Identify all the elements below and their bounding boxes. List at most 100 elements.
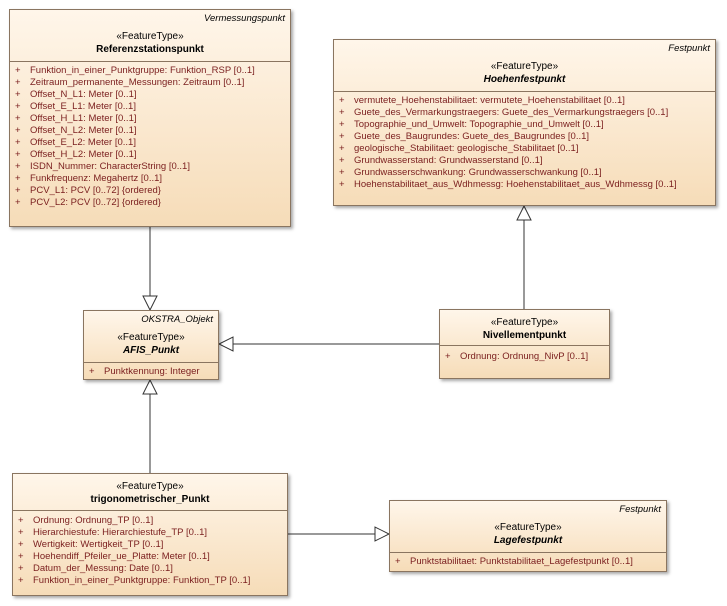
attribute-text: Punktkennung: Integer [104, 366, 200, 377]
class-lagefestpunkt[interactable]: Festpunkt «FeatureType» Lagefestpunkt +P… [389, 500, 667, 572]
attribute-text: Hierarchiestufe: Hierarchiestufe_TP [0..… [33, 527, 208, 538]
attribute-compartment: + Funktion_in_einer_Punktgruppe: Funktion… [10, 62, 290, 209]
class-trigonometrischer-punkt[interactable]: «FeatureType» trigonometrischer_Punkt + O… [12, 473, 288, 596]
attribute-row[interactable]: +Offset_E_L2: Meter [0..1] [10, 137, 290, 149]
attribute-row[interactable]: +Guete_des_Vermarkungstraegers: Guete_de… [334, 107, 715, 119]
generalization-arrowhead-nivellementpunkt-afis [217, 336, 234, 352]
attribute-row[interactable]: + Datum_der_Messung: Date [0..1] [13, 563, 287, 575]
attribute-row[interactable]: +Wertigkeit: Wertigkeit_TP [0..1] [13, 539, 287, 551]
attribute-row[interactable]: +Offset_E_L1: Meter [0..1] [10, 101, 290, 113]
class-nivellementpunkt[interactable]: «FeatureType» Nivellementpunkt +Ordnung:… [439, 309, 610, 379]
visibility-marker: + [15, 65, 21, 76]
visibility-marker: + [15, 77, 21, 88]
attribute-row[interactable]: +Hierarchiestufe: Hierarchiestufe_TP [0.… [13, 527, 287, 539]
attribute-row[interactable]: +Punktkennung: Integer [84, 366, 218, 378]
attribute-compartment: + Punktstabilitaet: Punktstabilitaet_Lage… [390, 553, 666, 568]
attribute-text: Offset_E_L1: Meter [0..1] [30, 101, 136, 112]
attribute-text: Wertigkeit: Wertigkeit_TP [0..1] [33, 539, 164, 550]
visibility-marker: + [339, 155, 345, 166]
attribute-row[interactable]: + Offset_N_L1: Meter [0..1] [10, 89, 290, 101]
visibility-marker: + [339, 95, 345, 106]
stereotype-label: «FeatureType» [116, 481, 184, 492]
attribute-text: Datum_der_Messung: Date [0..1] [33, 563, 173, 574]
attribute-text: Grundwasserschwankung: Grundwasserschwan… [354, 167, 602, 178]
attribute-text: Offset_N_L1: Meter [0..1] [30, 89, 137, 100]
attribute-row[interactable]: + Hoehendiff_Pfeiler_ue_Platte: Meter [0.… [13, 551, 287, 563]
visibility-marker: + [339, 179, 345, 190]
attribute-text: Offset_N_L2: Meter [0..1] [30, 125, 137, 136]
visibility-marker: + [15, 137, 21, 148]
attribute-row[interactable]: + Offset_H_L2: Meter [0..1] [10, 149, 290, 161]
visibility-marker: + [15, 89, 21, 100]
attribute-row[interactable]: + ISDN_Nummer: CharacterString [0..1] [10, 161, 290, 173]
attribute-row[interactable]: + Grundwasserstand: Grundwasserstand [0..… [334, 155, 715, 167]
attribute-text: Offset_H_L2: Meter [0..1] [30, 149, 137, 160]
class-header: «FeatureType» Nivellementpunkt [440, 310, 609, 346]
attribute-row[interactable]: + Hoehenstabilitaet_aus_Wdhmessg: Hoehens… [334, 179, 715, 191]
attribute-row[interactable]: + Funkfrequenz: Megahertz [0..1] [10, 173, 290, 185]
attribute-text: Funktion_in_einer_Punktgruppe: Funktion_… [30, 65, 255, 76]
attribute-text: Ordnung: Ordnung_TP [0..1] [33, 515, 154, 526]
parent-package-label: Vermessungspunkt [204, 13, 285, 24]
attribute-row[interactable]: +Ordnung: Ordnung_NivP [0..1] [440, 351, 609, 363]
attribute-row[interactable]: +geologische_Stabilitaet: geologische_St… [334, 143, 715, 155]
visibility-marker: + [15, 149, 21, 160]
attribute-compartment: +Punktkennung: Integer [84, 363, 218, 378]
class-header: «FeatureType» trigonometrischer_Punkt [13, 474, 287, 511]
attribute-text: Punktstabilitaet: Punktstabilitaet_Lagef… [410, 556, 633, 567]
attribute-row[interactable]: + Funktion_in_einer_Punktgruppe: Funktion… [10, 65, 290, 77]
visibility-marker: + [339, 167, 345, 178]
class-header: OKSTRA_Objekt «FeatureType» AFIS_Punkt [84, 311, 218, 363]
visibility-marker: + [339, 143, 345, 154]
class-header: Festpunkt «FeatureType» Hoehenfestpunkt [334, 40, 715, 92]
attribute-text: Guete_des_Vermarkungstraegers: Guete_des… [354, 107, 669, 118]
attribute-text: Hoehendiff_Pfeiler_ue_Platte: Meter [0..… [33, 551, 210, 562]
attribute-row[interactable]: +vermutete_Hoehenstabilitaet: vermutete_… [334, 95, 715, 107]
visibility-marker: + [339, 131, 345, 142]
stereotype-label: «FeatureType» [117, 332, 185, 343]
class-name: Referenzstationspunkt [96, 44, 204, 55]
visibility-marker: + [18, 563, 24, 574]
visibility-marker: + [18, 515, 24, 526]
class-name: trigonometrischer_Punkt [90, 494, 210, 505]
class-name: AFIS_Punkt [122, 345, 180, 356]
generalization-arrowhead-trigonometrischer-punkt [142, 378, 158, 395]
attribute-row[interactable]: +Offset_N_L2: Meter [0..1] [10, 125, 290, 137]
stereotype-label: «FeatureType» [490, 61, 559, 72]
attribute-row[interactable]: +PCV_L2: PCV [0..72] {ordered} [10, 197, 290, 209]
class-hoehenfestpunkt[interactable]: Festpunkt «FeatureType» Hoehenfestpunkt … [333, 39, 716, 206]
visibility-marker: + [15, 173, 21, 184]
visibility-marker: + [339, 119, 345, 130]
attribute-row[interactable]: + Ordnung: Ordnung_TP [0..1] [13, 515, 287, 527]
stereotype-label: «FeatureType» [490, 317, 559, 328]
class-afis-punkt[interactable]: OKSTRA_Objekt «FeatureType» AFIS_Punkt +… [83, 310, 219, 380]
visibility-marker: + [18, 551, 24, 562]
attribute-row[interactable]: + Funktion_in_einer_Punktgruppe: Funktion… [13, 575, 287, 587]
attribute-text: PCV_L2: PCV [0..72] {ordered} [30, 197, 161, 208]
generalization-arrowhead-referenzstationspunkt [142, 295, 158, 312]
visibility-marker: + [18, 575, 24, 586]
visibility-marker: + [15, 161, 21, 172]
attribute-row[interactable]: +PCV_L1: PCV [0..72] {ordered} [10, 185, 290, 197]
class-referenzstationspunkt[interactable]: Vermessungspunkt «FeatureType» Referenzs… [9, 9, 291, 227]
attribute-row[interactable]: + Offset_H_L1: Meter [0..1] [10, 113, 290, 125]
stereotype-label: «FeatureType» [494, 522, 562, 533]
attribute-text: Funkfrequenz: Megahertz [0..1] [30, 173, 163, 184]
attribute-row[interactable]: + Punktstabilitaet: Punktstabilitaet_Lage… [390, 556, 666, 568]
attribute-text: Ordnung: Ordnung_NivP [0..1] [460, 351, 589, 362]
visibility-marker: + [15, 113, 21, 124]
attribute-row[interactable]: +Topographie_und_Umwelt: Topographie_und… [334, 119, 715, 131]
attribute-text: Offset_H_L1: Meter [0..1] [30, 113, 137, 124]
attribute-compartment: +vermutete_Hoehenstabilitaet: vermutete_… [334, 92, 715, 191]
parent-package-label: Festpunkt [619, 504, 661, 515]
stereotype-label: «FeatureType» [116, 31, 184, 42]
attribute-row[interactable]: +Guete_des_Baugrundes: Guete_des_Baugrun… [334, 131, 715, 143]
attribute-text: ISDN_Nummer: CharacterString [0..1] [30, 161, 190, 172]
attribute-text: Grundwasserstand: Grundwasserstand [0..1… [354, 155, 543, 166]
attribute-row[interactable]: + Grundwasserschwankung: Grundwasserschwa… [334, 167, 715, 179]
attribute-text: Funktion_in_einer_Punktgruppe: Funktion_… [33, 575, 251, 586]
visibility-marker: + [395, 556, 401, 567]
attribute-row[interactable]: +Zeitraum_permanente_Messungen: Zeitraum… [10, 77, 290, 89]
attribute-compartment: +Ordnung: Ordnung_NivP [0..1] [440, 346, 609, 363]
attribute-text: Hoehenstabilitaet_aus_Wdhmessg: Hoehenst… [354, 179, 677, 190]
